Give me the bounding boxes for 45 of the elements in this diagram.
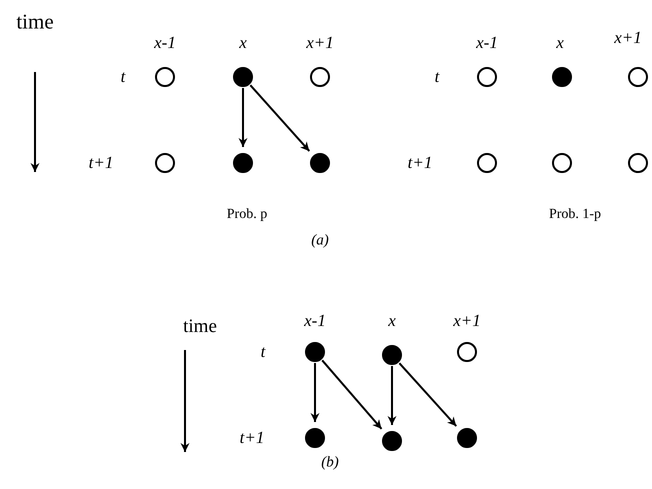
axis-label: t [120, 67, 126, 87]
axis-label: x+1 [306, 33, 334, 53]
axis-label: x [239, 33, 247, 53]
arrow [321, 360, 382, 430]
filled-dot [552, 67, 572, 87]
filled-dot [233, 67, 253, 87]
axis-label: t [260, 342, 266, 362]
axis-label: x-1 [476, 33, 498, 53]
axis-label: x [556, 33, 564, 53]
axis-label: t+1 [240, 428, 264, 448]
axis-label: x+1 [614, 28, 642, 48]
arrow [310, 363, 320, 422]
axis-title: time [183, 316, 217, 338]
axis-label: x [388, 311, 396, 331]
open-circle [552, 153, 572, 173]
open-circle [310, 67, 330, 87]
arrow [238, 88, 248, 147]
open-circle [155, 153, 175, 173]
filled-dot [305, 342, 325, 362]
axis-label: t+1 [88, 153, 114, 173]
filled-dot [233, 153, 253, 173]
axis-label: x-1 [154, 33, 176, 53]
axis-title: time [16, 10, 54, 34]
open-circle [477, 153, 497, 173]
arrow [398, 362, 458, 427]
open-circle [155, 67, 175, 87]
filled-dot [310, 153, 330, 173]
open-circle [477, 67, 497, 87]
filled-dot [382, 431, 402, 451]
probability-label: Prob. 1-p [548, 207, 602, 223]
filled-dot [457, 428, 477, 448]
open-circle [628, 67, 648, 87]
probability-label: Prob. p [226, 207, 268, 223]
open-circle [628, 153, 648, 173]
axis-label: t [434, 67, 440, 87]
axis-label: t+1 [408, 153, 432, 173]
axis-label: x+1 [453, 311, 481, 331]
arrow [388, 366, 396, 425]
panel-label: (b) [321, 454, 339, 472]
filled-dot [305, 428, 325, 448]
axis-label: x-1 [304, 311, 326, 331]
arrow [250, 84, 310, 152]
panel-label: (a) [311, 232, 329, 250]
open-circle [457, 342, 477, 362]
filled-dot [382, 345, 402, 365]
